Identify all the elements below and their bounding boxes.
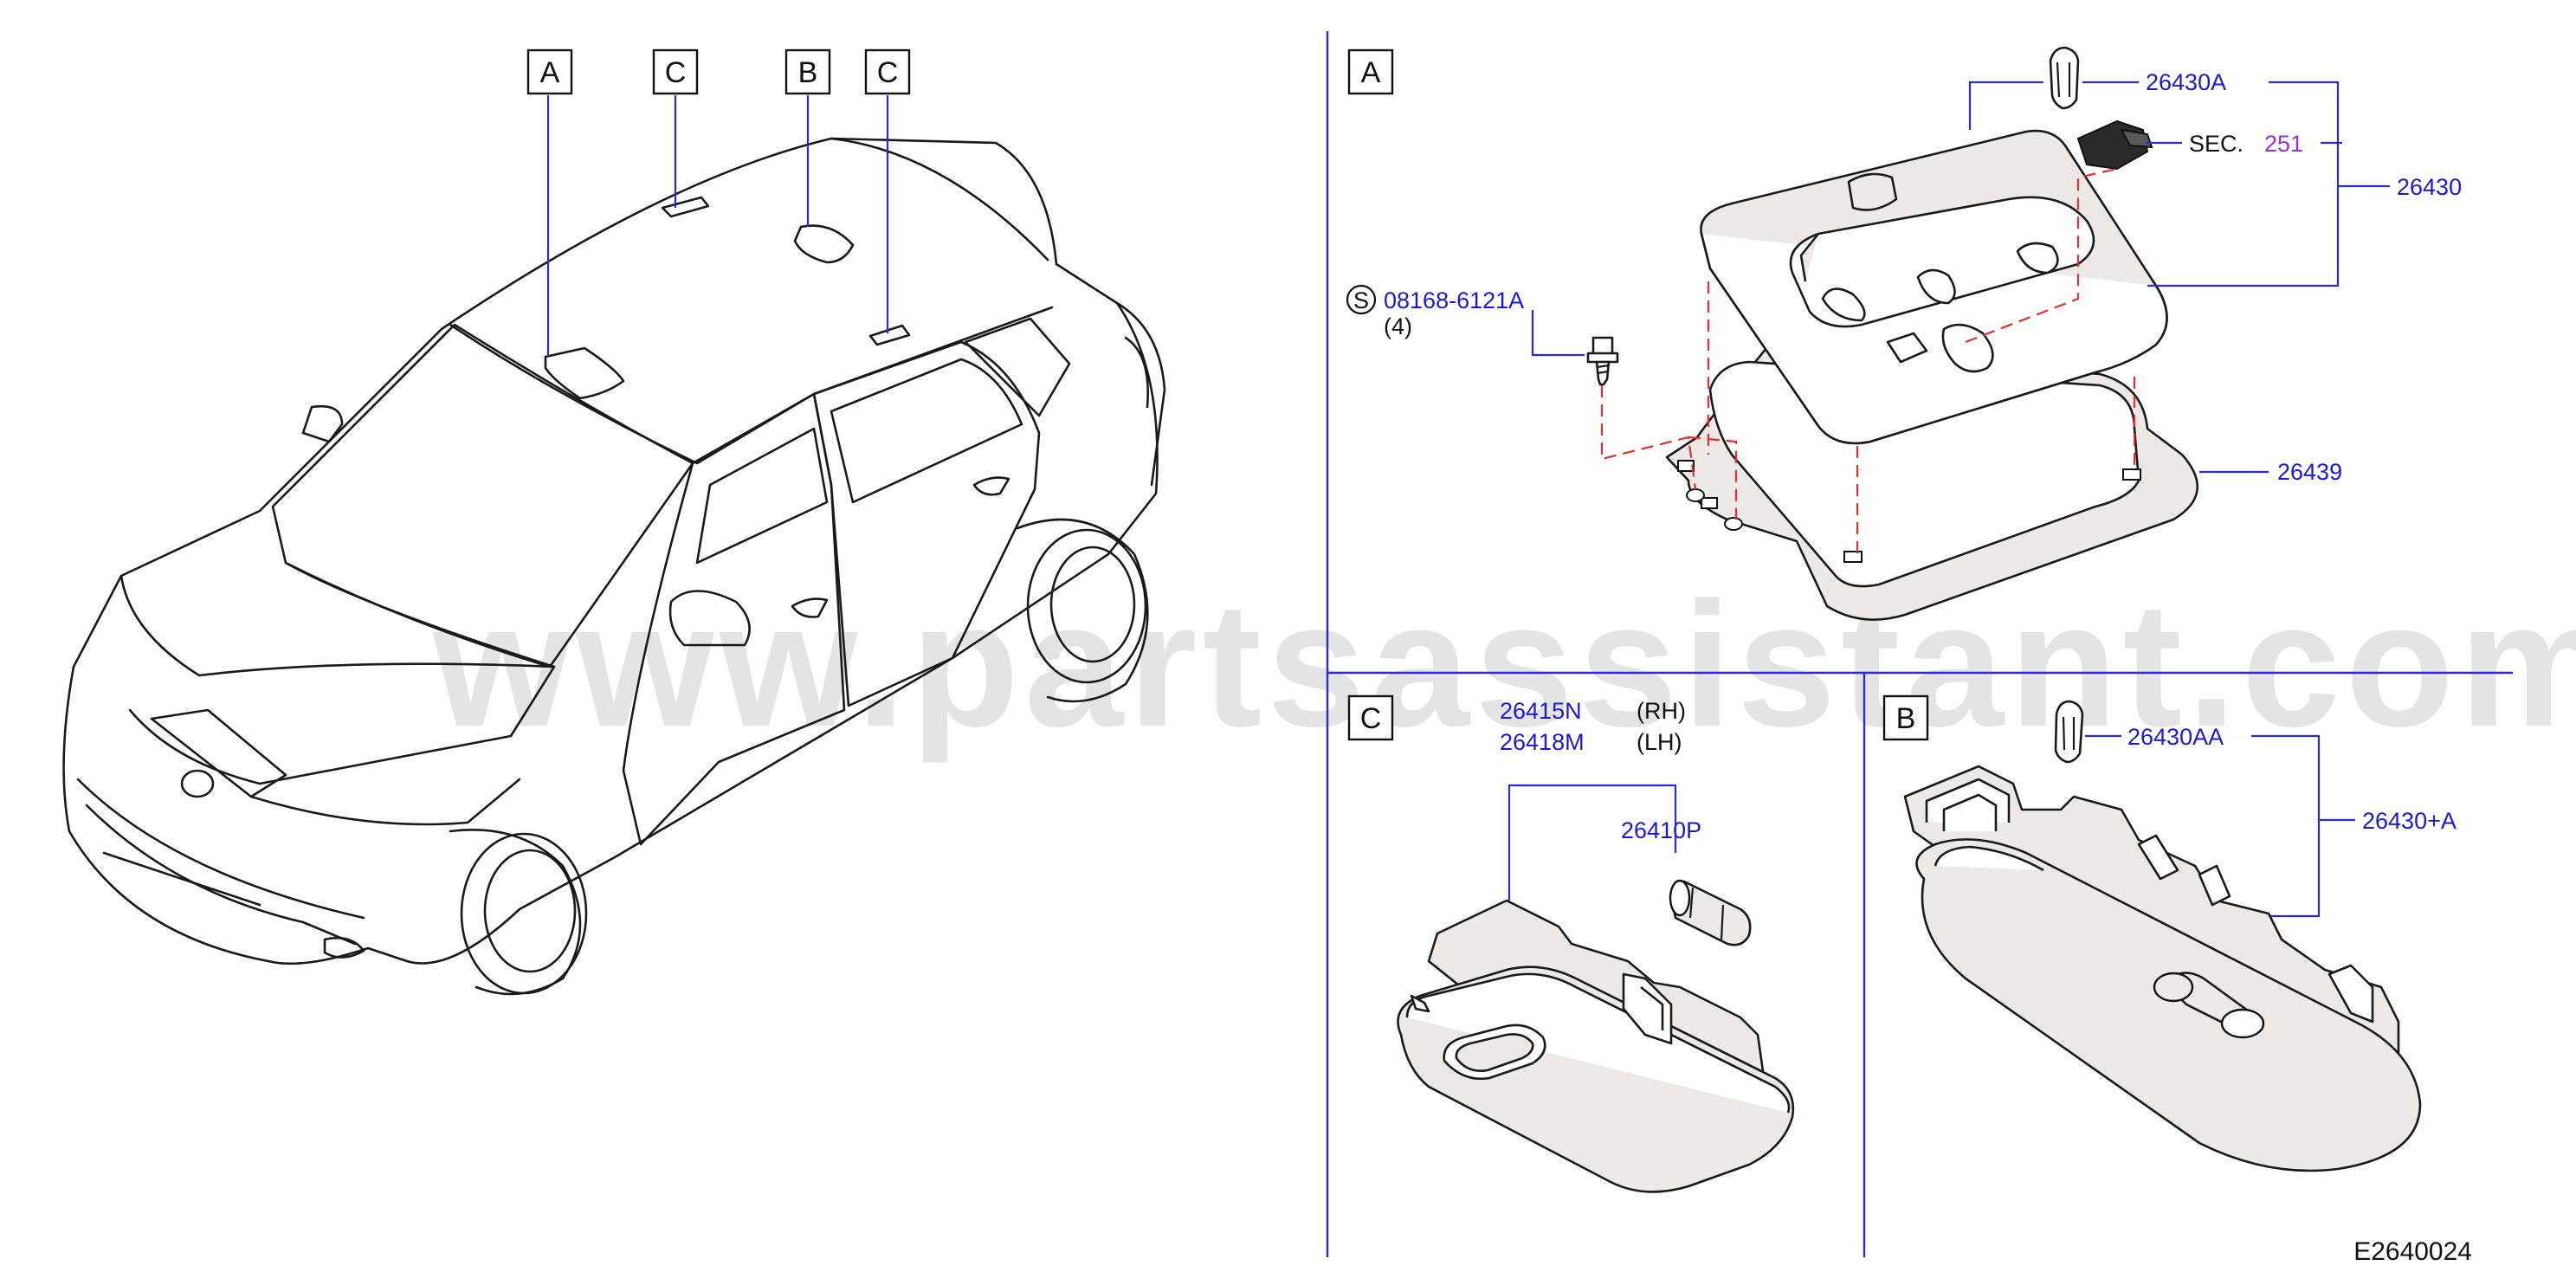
side-mirror bbox=[668, 590, 751, 647]
label-08168-6121A: 08168-6121A bbox=[1384, 287, 1524, 313]
roof-lamp-a bbox=[544, 346, 625, 400]
label-bolt-symbol: S bbox=[1353, 287, 1369, 313]
label-sec: SEC. bbox=[2189, 131, 2244, 157]
callout-a: A bbox=[526, 48, 573, 95]
front-grille bbox=[150, 708, 287, 798]
bolt-08168-6121A bbox=[1586, 336, 1619, 386]
switch-right bbox=[1941, 323, 1994, 373]
rear-wheel bbox=[1016, 518, 1149, 703]
label-26430: 26430 bbox=[2397, 174, 2462, 200]
svg-text:C: C bbox=[665, 56, 687, 89]
label-26415N: 26415N bbox=[1500, 698, 1582, 724]
svg-text:B: B bbox=[798, 56, 818, 89]
label-lh: (LH) bbox=[1637, 729, 1682, 755]
label-26430-plus-a: 26430+A bbox=[2362, 808, 2457, 834]
label-rh: (RH) bbox=[1637, 698, 1686, 724]
detail-a-box: A bbox=[1361, 56, 1381, 89]
label-bolt-qty: (4) bbox=[1384, 313, 1412, 339]
fog-lamp bbox=[323, 936, 365, 959]
label-26418M: 26418M bbox=[1500, 729, 1585, 755]
detail-a: A bbox=[1346, 46, 2462, 621]
watermark: www.partsassistant.com bbox=[432, 565, 2576, 764]
label-26410P: 26410P bbox=[1621, 817, 1701, 843]
hidden-lines bbox=[1600, 167, 2136, 554]
label-sec-251: 251 bbox=[2264, 131, 2303, 157]
diagram-code: E2640024 bbox=[2353, 1237, 2472, 1266]
roof-lamp-c2 bbox=[868, 324, 911, 346]
roof-lamp-b bbox=[793, 224, 855, 264]
front-wheel bbox=[449, 829, 588, 996]
callout-c-front: C bbox=[652, 48, 699, 95]
car-body-outline bbox=[62, 137, 1159, 965]
vehicle-overview: A C B C bbox=[62, 48, 1166, 996]
clip-26430AA bbox=[2054, 700, 2084, 764]
lamp-26415N bbox=[1397, 899, 1795, 1193]
svg-text:C: C bbox=[877, 56, 899, 89]
label-26430A: 26430A bbox=[2146, 69, 2226, 95]
detail-c-box: C bbox=[1360, 702, 1382, 735]
label-26439: 26439 bbox=[2277, 459, 2342, 485]
front-door bbox=[622, 392, 846, 846]
svg-text:A: A bbox=[540, 56, 560, 89]
map-lamp-knob bbox=[1847, 172, 1898, 211]
bulb-26410P bbox=[1669, 879, 1752, 946]
hood bbox=[119, 574, 556, 785]
panel-separators bbox=[1326, 31, 2513, 1257]
switch-left bbox=[1886, 332, 1928, 364]
detail-c: C 26415N (RH) 26418M (LH) 26410P bbox=[1347, 694, 1795, 1193]
label-26430AA: 26430AA bbox=[2127, 724, 2224, 750]
room-lamp-26430-plus-a bbox=[1903, 765, 2422, 1172]
roof-lamp-c1 bbox=[661, 196, 710, 218]
lamp-b-lens bbox=[1915, 838, 2422, 1172]
detail-b: B 26430AA 26430+A bbox=[1882, 694, 2457, 1172]
callout-c-rear: C bbox=[864, 48, 911, 95]
detail-b-box: B bbox=[1896, 702, 1916, 735]
callout-b: B bbox=[784, 48, 831, 95]
clip-26430A bbox=[2049, 46, 2080, 110]
